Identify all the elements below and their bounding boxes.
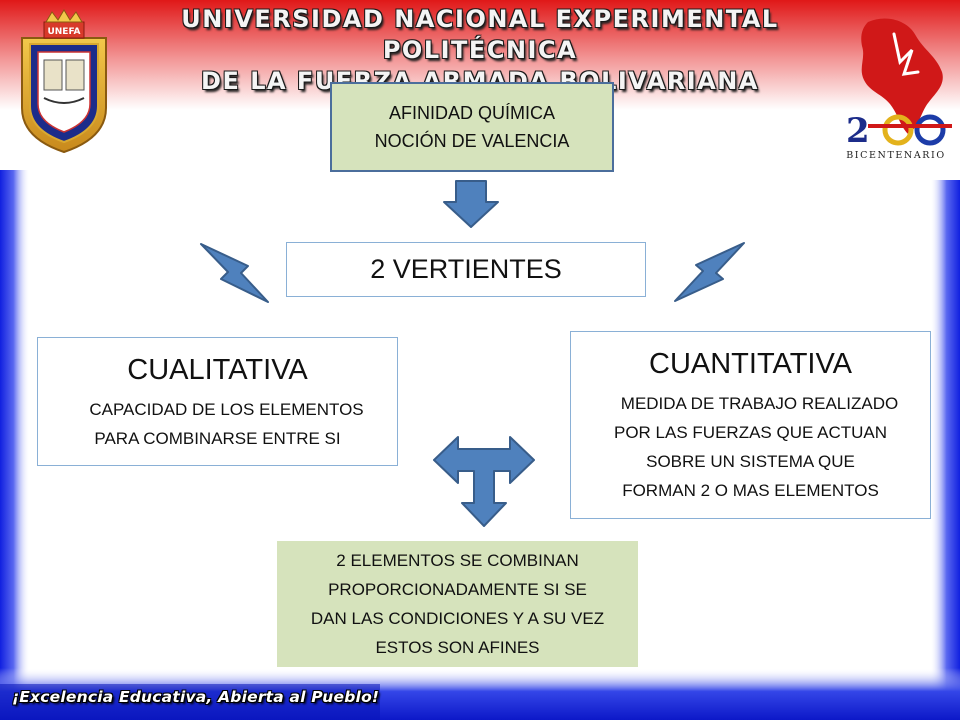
affinity-concept-box: AFINIDAD QUÍMICA NOCIÓN DE VALENCIA <box>330 82 614 172</box>
quantitative-title: CUANTITATIVA <box>649 348 852 380</box>
conclusion-line-4: ESTOS SON AFINES <box>375 638 540 657</box>
quantitative-line-4: FORMAN 2 O MAS ELEMENTOS <box>622 481 879 500</box>
university-seal-logo: UNEFA <box>21 9 107 154</box>
bicentenario-emblem: 2 <box>846 18 952 151</box>
valence-notion: NOCIÓN DE VALENCIA <box>374 131 570 151</box>
qualitative-box: CUALITATIVA CAPACIDAD DE LOS ELEMENTOS P… <box>37 337 398 466</box>
two-aspects-label: 2 VERTIENTES <box>370 254 562 284</box>
two-aspects-box: 2 VERTIENTES <box>286 242 646 297</box>
conclusion-line-1: 2 ELEMENTOS SE COMBINAN <box>336 551 579 570</box>
quantitative-line-3: SOBRE UN SISTEMA QUE <box>646 452 855 471</box>
bicentenario-label: BICENTENARIO <box>846 150 946 161</box>
header-line-1: UNIVERSIDAD NACIONAL EXPERIMENTAL POLITÉ… <box>181 5 779 64</box>
conclusion-line-2: PROPORCIONADAMENTE SI SE <box>328 580 587 599</box>
right-branch-arrow-icon <box>674 242 745 302</box>
qualitative-line-1: CAPACIDAD DE LOS ELEMENTOS <box>89 399 364 419</box>
quantitative-line-1: MEDIDA DE TRABAJO REALIZADO <box>620 394 899 413</box>
left-branch-arrow-icon <box>200 243 269 303</box>
t-junction-arrow-icon <box>433 436 535 527</box>
svg-text:2: 2 <box>846 111 870 151</box>
seal-text: UNEFA <box>47 27 80 37</box>
quantitative-line-2: POR LAS FUERZAS QUE ACTUAN <box>614 423 887 442</box>
affinity-title: AFINIDAD QUÍMICA <box>388 103 555 123</box>
footer-slogan: ¡Excelencia Educativa, Abierta al Pueblo… <box>12 688 380 706</box>
conclusion-line-3: DAN LAS CONDICIONES Y A SU VEZ <box>310 609 605 628</box>
down-arrow-icon <box>443 180 499 228</box>
qualitative-title: CUALITATIVA <box>127 353 308 386</box>
conclusion-box: 2 ELEMENTOS SE COMBINAN PROPORCIONADAMEN… <box>277 541 638 667</box>
qualitative-line-2: PARA COMBINARSE ENTRE SI <box>94 428 341 448</box>
quantitative-box: CUANTITATIVA MEDIDA DE TRABAJO REALIZADO… <box>570 331 931 519</box>
